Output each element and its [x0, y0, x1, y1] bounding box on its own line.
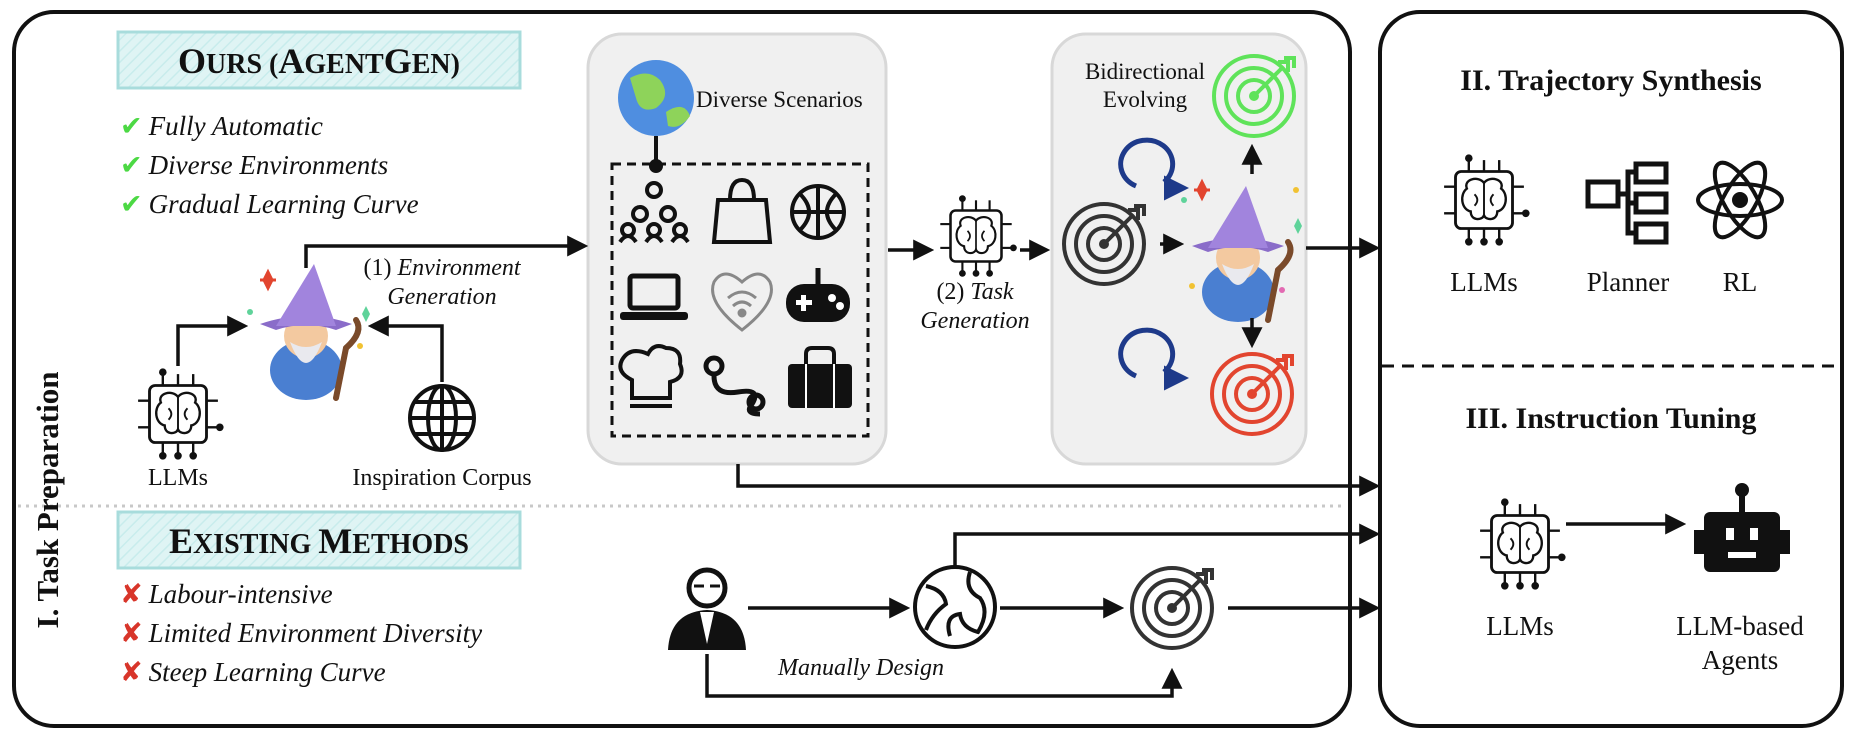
heart-icon: [711, 272, 773, 332]
ours-feature-2: ✔Diverse Environments: [120, 150, 389, 181]
title-existing: EXISTING METHODS: [169, 521, 469, 561]
cross-icon: ✘: [120, 657, 143, 688]
bidirectional-label: Bidirectional: [1084, 59, 1206, 84]
existing-feature-1: ✘Labour-intensive: [120, 579, 333, 610]
evolving-label: Evolving: [1102, 87, 1188, 112]
llms-chip-icon-synthesis: [1442, 152, 1532, 248]
cross-icon: ✘: [120, 618, 143, 649]
arrows: [176, 143, 1687, 698]
manually-design-label: Manually Design: [778, 655, 944, 681]
ours-feature-3: ✔Gradual Learning Curve: [120, 189, 419, 220]
sparkle-decoration-right: [1181, 178, 1302, 293]
target-icon-existing: [1130, 566, 1214, 650]
synthesis-item-planner: Planner: [1586, 267, 1670, 297]
chef-hat-icon: [618, 344, 684, 408]
section3-title: III. Instruction Tuning: [1465, 402, 1757, 435]
title-ours: OURS (AGENTGEN): [178, 41, 460, 81]
person-icon: [668, 567, 746, 650]
ours-feature-1: ✔Fully Automatic: [120, 111, 323, 142]
scenario-grid-box: [610, 162, 870, 438]
inspiration-corpus-label: Inspiration Corpus: [352, 465, 532, 491]
step2-label: (2) Task Generation: [920, 279, 1030, 335]
llms-label-left: LLMs: [148, 465, 208, 491]
check-icon: ✔: [120, 150, 143, 181]
gamepad-icon: [786, 268, 850, 322]
atom-icon: [1696, 160, 1784, 240]
check-icon: ✔: [120, 111, 143, 142]
globe-icon: [618, 60, 694, 173]
inspiration-globe-icon: [408, 384, 476, 452]
cross-icon: ✘: [120, 579, 143, 610]
basketball-icon: [790, 184, 846, 240]
shopping-bag-icon: [711, 177, 773, 244]
existing-feature-2: ✘Limited Environment Diversity: [120, 618, 483, 649]
right-section-box: [1378, 10, 1844, 728]
side-label-task-preparation: I. Task Preparation: [30, 371, 65, 629]
laptop-icon: [620, 273, 688, 320]
org-chart-icon: [618, 181, 690, 244]
earth-icon: [913, 565, 997, 649]
robot-icon: [1694, 483, 1790, 572]
tuning-item-llms: LLMs: [1486, 611, 1554, 641]
target-icon-gray: [1062, 202, 1146, 286]
check-icon: ✔: [120, 189, 143, 220]
diverse-scenarios-label: Diverse Scenarios: [696, 87, 863, 112]
route-icon: [703, 355, 766, 417]
synthesis-item-llms: LLMs: [1450, 267, 1518, 297]
title-box-existing: [116, 510, 522, 570]
title-box-ours: [116, 30, 522, 90]
llms-chip-icon-tuning: [1478, 496, 1568, 592]
task-chip-icon: [939, 193, 1019, 279]
target-icon-red: [1210, 352, 1294, 436]
planner-icon: [1585, 161, 1669, 245]
step1-label: (1) Environment Generation: [363, 255, 521, 311]
task-preparation-box: [12, 10, 1352, 728]
existing-feature-3: ✘Steep Learning Curve: [120, 657, 386, 688]
section2-title: II. Trajectory Synthesis: [1460, 64, 1762, 97]
target-icon-green: [1212, 54, 1296, 138]
llms-chip-icon-left: [136, 366, 226, 462]
briefcase-icon: [788, 346, 852, 408]
tuning-item-agents: LLM-based Agents: [1676, 611, 1804, 676]
synthesis-item-rl: RL: [1722, 267, 1758, 297]
